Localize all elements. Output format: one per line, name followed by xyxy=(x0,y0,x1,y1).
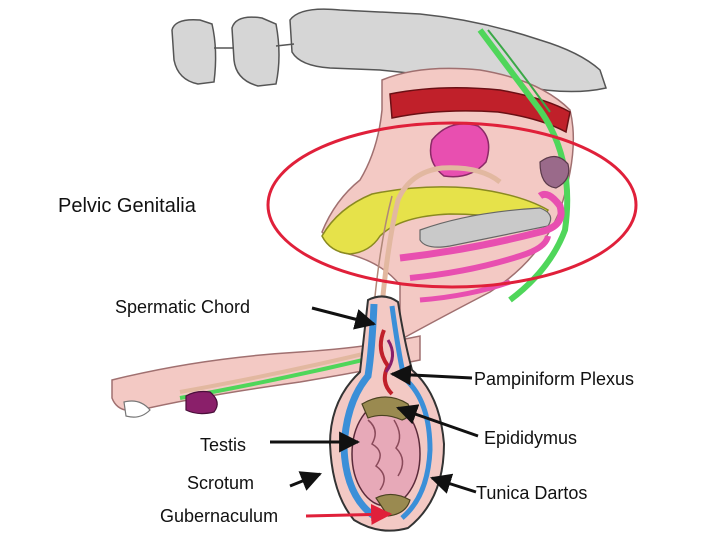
label-tunica-dartos: Tunica Dartos xyxy=(476,483,588,503)
penile-body xyxy=(111,335,421,418)
label-gubernaculum: Gubernaculum xyxy=(160,506,279,526)
label-pampiniform-plexus: Pampiniform Plexus xyxy=(474,369,635,389)
scrotal-region xyxy=(328,295,446,532)
epididymus-arrow xyxy=(396,404,479,438)
gubernaculum-arrow xyxy=(305,503,393,525)
pampiniform-plexus-arrow xyxy=(389,364,473,386)
label-spermatic-chord: Spermatic Chord xyxy=(115,297,251,317)
label-scrotum: Scrotum xyxy=(187,473,255,493)
vertebral-column xyxy=(171,8,607,93)
pelvic-highlight-ellipse xyxy=(266,121,638,289)
scrotum-arrow xyxy=(289,471,322,491)
label-arrows xyxy=(270,306,479,494)
label-epididymus: Epididymus xyxy=(484,428,578,448)
label-testis: Testis xyxy=(200,435,247,455)
spermatic-chord-arrow xyxy=(311,306,377,330)
tunica-dartos-arrow xyxy=(429,473,477,494)
label-pelvic-genitalia: Pelvic Genitalia xyxy=(58,195,196,217)
pelvic-tissue xyxy=(321,28,575,342)
